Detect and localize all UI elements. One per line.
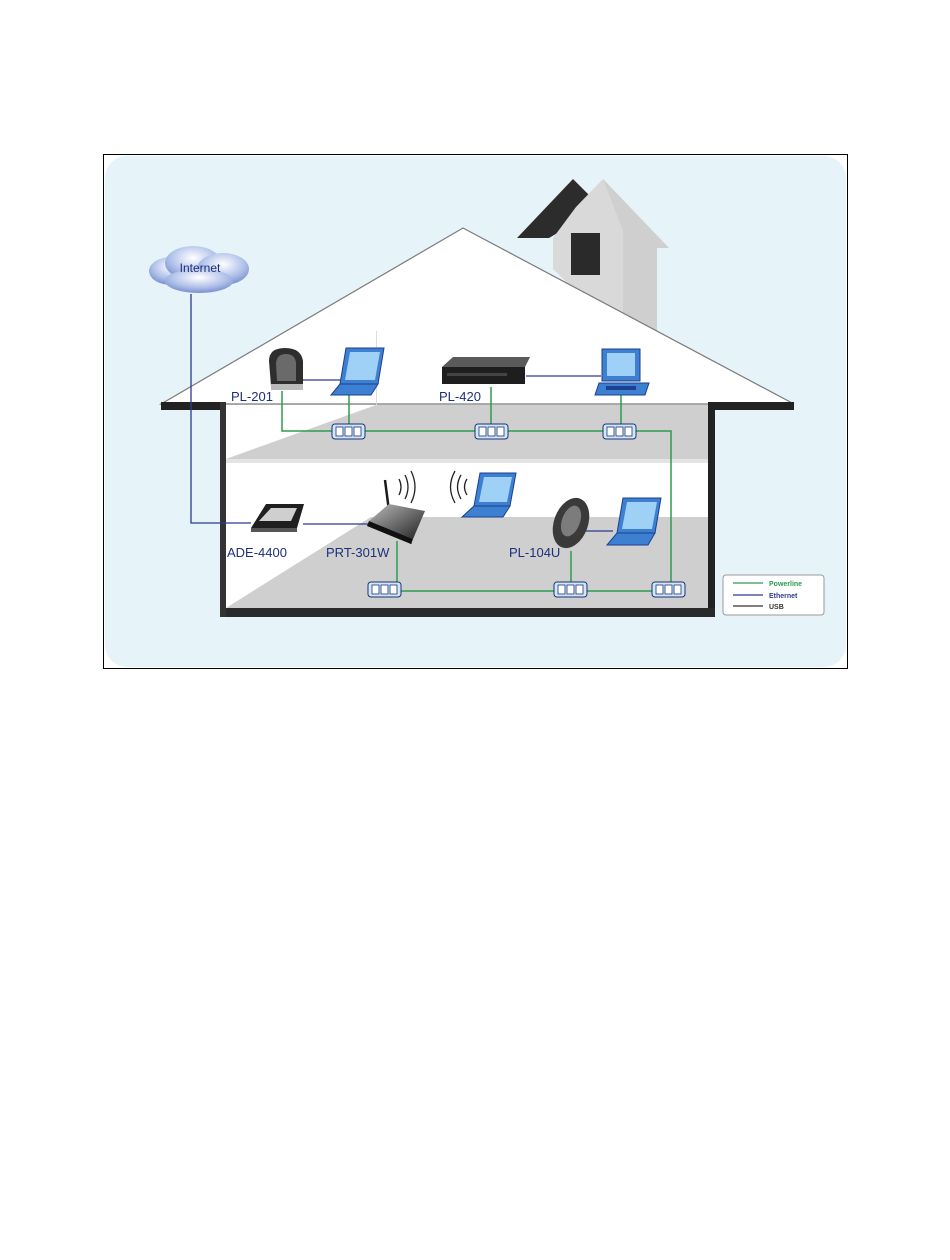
legend-label: Powerline (769, 581, 802, 588)
legend-label: Ethernet (769, 593, 798, 600)
power-outlet (368, 582, 401, 597)
pl-201-label: PL-201 (231, 389, 273, 404)
pl-104u-label: PL-104U (509, 545, 560, 560)
legend: Powerline Ethernet USB (723, 575, 824, 615)
power-outlet (475, 424, 508, 439)
power-outlet (603, 424, 636, 439)
home-network-diagram: Internet (104, 155, 847, 668)
pl-420-label: PL-420 (439, 389, 481, 404)
network-diagram-frame: Internet (103, 154, 848, 669)
prt-301w-label: PRT-301W (326, 545, 390, 560)
foundation (226, 608, 715, 617)
pl-420-switch-icon (442, 357, 530, 384)
pl-201-adapter-icon (269, 348, 303, 390)
ade-4400-label: ADE-4400 (227, 545, 287, 560)
internet-label: Internet (180, 261, 221, 275)
power-outlet (332, 424, 365, 439)
legend-label: USB (769, 604, 784, 611)
power-outlet (554, 582, 587, 597)
power-outlet (652, 582, 685, 597)
